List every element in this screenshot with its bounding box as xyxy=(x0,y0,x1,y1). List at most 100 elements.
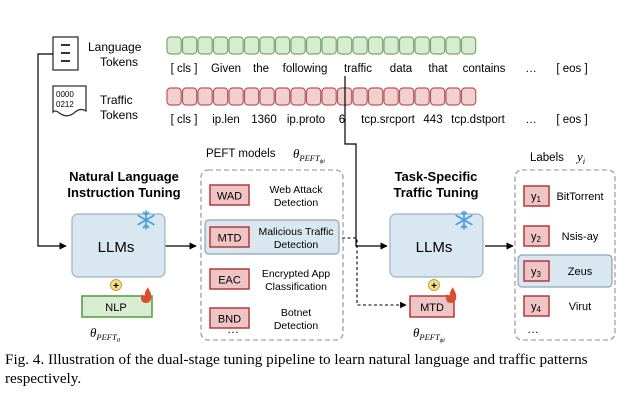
traffic-token-cell xyxy=(367,87,384,106)
language-token-cell xyxy=(336,36,353,55)
peft-code-label: BND xyxy=(218,314,241,326)
traffic-token-cell xyxy=(445,87,461,106)
traffic-token-cell xyxy=(305,87,322,106)
language-token-cell xyxy=(398,36,415,55)
label-symbol: y3 xyxy=(531,266,542,279)
peft-title: PEFT models xyxy=(206,148,276,160)
label-name: Virut xyxy=(569,301,591,313)
peft-desc-line1: Botnet xyxy=(281,307,311,319)
nlp-label: NLP xyxy=(105,302,126,314)
label-symbol-box xyxy=(523,260,550,282)
label-symbol: y2 xyxy=(531,231,542,244)
stage2-mtd-box xyxy=(409,295,455,318)
peft-code-box xyxy=(209,307,250,329)
traffic-token-text: 6 xyxy=(339,114,345,126)
stage2-llm-label: LLMs xyxy=(416,239,453,256)
peft-models-box xyxy=(200,169,344,341)
traffic-token-cell xyxy=(321,87,337,106)
traffic-token-text: [ cls ] xyxy=(171,114,198,126)
language-token-cell xyxy=(212,36,229,55)
language-token-cell xyxy=(274,36,291,55)
traffic-token-cell xyxy=(197,87,213,106)
language-token-text: [ eos ] xyxy=(556,63,587,75)
plus-icon xyxy=(428,279,440,291)
label-name: Nsis-ay xyxy=(562,231,599,243)
fire-icon xyxy=(141,287,152,303)
traffic-token-text: 1360 xyxy=(251,114,277,126)
language-to-llm-arrow xyxy=(37,53,67,250)
stage2-title-line1: Task-Specific xyxy=(395,169,478,184)
stage2-theta: θPEFTϕi xyxy=(413,325,445,344)
label-name: Zeus xyxy=(568,266,593,278)
language-token-row xyxy=(166,36,477,55)
language-token-cell xyxy=(243,36,260,55)
language-token-cell xyxy=(228,36,244,55)
nlp-box xyxy=(81,295,153,318)
language-token-text: contains xyxy=(463,63,506,75)
traffic-token-cell xyxy=(429,87,446,106)
traffic-token-cell xyxy=(259,87,275,106)
traffic-data-icon: 0000 0212 xyxy=(52,85,87,117)
language-token-text: [ cls ] xyxy=(171,63,198,75)
language-token-cell xyxy=(181,36,198,55)
label-item: y3 Zeus xyxy=(517,254,613,288)
labels-title-symbol: yi xyxy=(575,149,586,166)
language-token-cell xyxy=(352,36,368,55)
stage1-title-line1: Natural Language xyxy=(69,169,179,184)
peft-theta: θPEFTϕi xyxy=(293,146,325,165)
document-icon xyxy=(52,36,79,71)
peft-desc-line2: Classification xyxy=(265,281,327,293)
language-token-cell xyxy=(429,36,446,55)
language-token-cell xyxy=(367,36,384,55)
language-tokens-label: Language xyxy=(88,40,142,54)
traffic-token-text: 443 xyxy=(423,114,442,126)
language-token-cell xyxy=(321,36,337,55)
peft-code-box xyxy=(209,184,250,206)
stage2-title-line2: Traffic Tuning xyxy=(394,185,479,200)
traffic-token-cell xyxy=(398,87,415,106)
peft-desc-line2: Detection xyxy=(274,197,319,209)
language-token-text: Given xyxy=(211,63,241,75)
peft-ellipsis: … xyxy=(227,322,239,336)
stage1-title-line2: Instruction Tuning xyxy=(67,185,180,200)
svg-text:0000: 0000 xyxy=(56,90,74,99)
language-token-text: data xyxy=(390,63,413,75)
traffic-tokens-label-line2: Tokens xyxy=(100,108,138,122)
stage2-mtd-label: MTD xyxy=(420,302,444,314)
peft-desc-line1: Web Attack xyxy=(270,184,324,196)
snowflake-icon xyxy=(455,210,473,230)
label-symbol-box xyxy=(523,225,550,247)
peft-code-box xyxy=(209,226,250,248)
language-token-cell xyxy=(305,36,322,55)
traffic-token-cell xyxy=(274,87,291,106)
traffic-token-cell xyxy=(460,87,477,106)
traffic-token-text: tcp.srcport xyxy=(361,114,415,126)
language-token-cell xyxy=(460,36,477,55)
language-token-cell xyxy=(414,36,430,55)
language-token-cell xyxy=(259,36,275,55)
peft-desc-line1: Malicious Traffic xyxy=(258,226,333,238)
language-token-cell xyxy=(383,36,399,55)
traffic-token-text: … xyxy=(525,114,537,126)
traffic-token-cell xyxy=(228,87,244,106)
traffic-token-cell xyxy=(243,87,260,106)
peft-code-label: EAC xyxy=(218,275,241,287)
language-tokens-label-line2: Tokens xyxy=(100,55,138,69)
traffic-token-cell xyxy=(290,87,306,106)
label-symbol-box xyxy=(523,295,550,317)
tokens-to-stage2-arrow xyxy=(344,76,388,250)
language-token-text: that xyxy=(428,63,448,75)
stage2-llm-box xyxy=(389,213,484,278)
mtd-transfer-arrow xyxy=(331,237,407,309)
traffic-tokens-label: Traffic xyxy=(100,93,133,107)
svg-text:0212: 0212 xyxy=(56,100,74,109)
traffic-token-cell xyxy=(181,87,198,106)
peft-code-box xyxy=(209,268,250,290)
language-token-text: following xyxy=(283,63,328,75)
